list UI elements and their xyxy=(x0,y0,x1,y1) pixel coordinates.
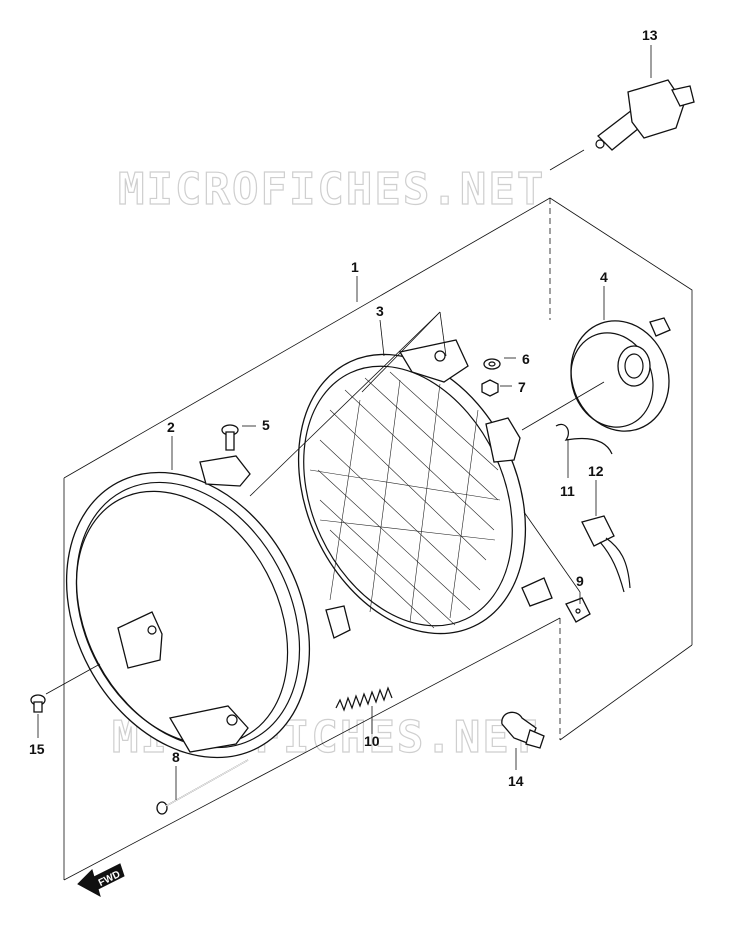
callout-14: 14 xyxy=(508,773,524,789)
callout-10: 10 xyxy=(364,733,380,749)
washer-6 xyxy=(483,358,501,370)
callout-4: 4 xyxy=(600,269,608,285)
callout-13: 13 xyxy=(642,27,658,43)
nut-clip-9 xyxy=(565,597,591,623)
callout-7: 7 xyxy=(518,379,526,395)
screw-15 xyxy=(30,694,46,713)
callout-12: 12 xyxy=(588,463,604,479)
spring-10 xyxy=(335,686,393,712)
assembly-box xyxy=(63,197,693,881)
callout-8: 8 xyxy=(172,749,180,765)
socket-cover xyxy=(570,317,671,432)
callout-6: 6 xyxy=(522,351,530,367)
forward-arrow-icon: FWD xyxy=(77,863,125,898)
callout-labels: 1 2 3 4 5 6 7 8 9 10 11 12 13 14 15 xyxy=(29,27,658,789)
lens-pattern xyxy=(309,371,501,629)
fwd-label: FWD xyxy=(97,869,122,889)
headlamp-lens-unit xyxy=(297,339,553,635)
bolt-8 xyxy=(156,759,249,815)
callout-1: 1 xyxy=(351,259,359,275)
callout-5: 5 xyxy=(262,417,270,433)
pilot-bulb-14 xyxy=(501,711,545,749)
nut-7 xyxy=(481,379,499,397)
headlight-bulb xyxy=(595,79,695,151)
callout-2: 2 xyxy=(167,419,175,435)
headlamp-housing-ring xyxy=(65,455,351,759)
callout-3: 3 xyxy=(376,303,384,319)
lamp-socket-12 xyxy=(581,515,631,593)
callout-9: 9 xyxy=(576,573,584,589)
screw-5 xyxy=(221,424,239,451)
leader-lines xyxy=(37,45,652,800)
callout-15: 15 xyxy=(29,741,45,757)
watermark-top: MICROFICHES.NET xyxy=(118,164,545,215)
callout-11: 11 xyxy=(560,483,575,499)
spring-clip-11 xyxy=(555,423,613,455)
